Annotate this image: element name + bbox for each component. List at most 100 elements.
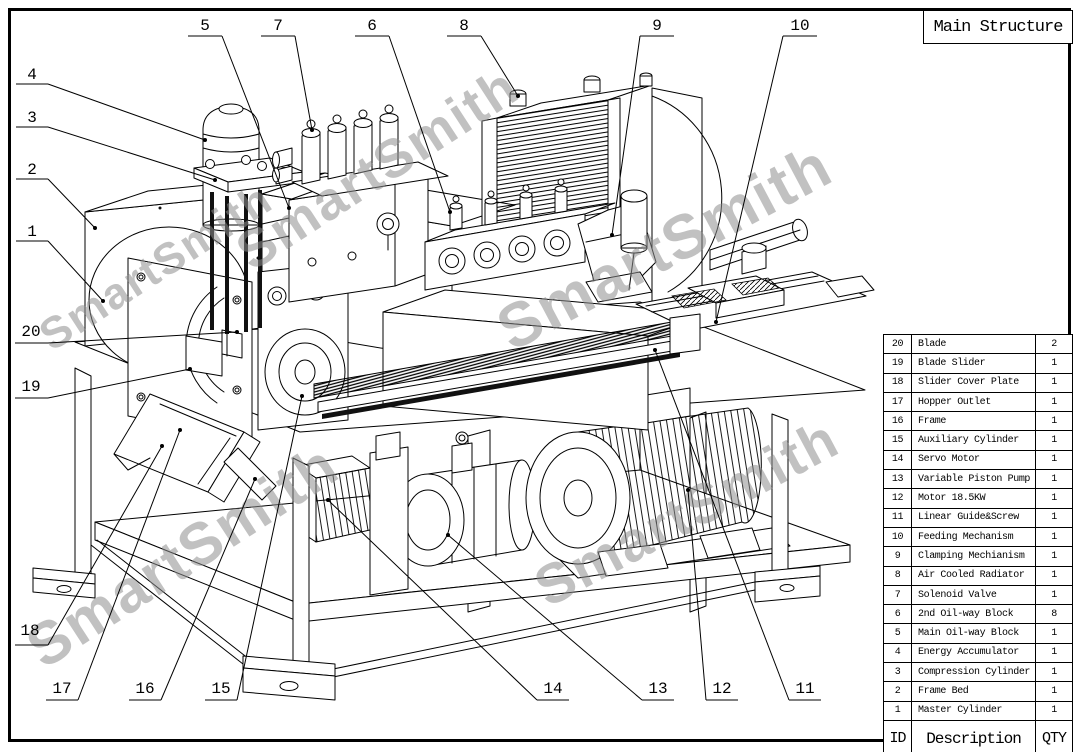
header-id: ID (883, 719, 912, 752)
callout-label-11: 11 (795, 680, 815, 698)
part-qty: 1 (1035, 546, 1073, 567)
part-qty: 1 (1035, 565, 1073, 586)
callout-label-3: 3 (27, 109, 37, 127)
callout-label-13: 13 (648, 680, 668, 698)
solenoid-valves (272, 104, 449, 197)
part-description: Clamping Mechianism (911, 546, 1036, 567)
part-description: Main Oil-way Block (911, 623, 1036, 644)
callout-label-20: 20 (21, 323, 41, 341)
callout-label-6: 6 (367, 17, 377, 35)
part-description: Blade Slider (911, 353, 1036, 374)
part-id: 6 (883, 604, 912, 625)
clamping-mechanism (577, 189, 657, 303)
callout-label-8: 8 (459, 17, 469, 35)
part-id: 12 (883, 488, 912, 509)
part-description: Air Cooled Radiator (911, 565, 1036, 586)
callout-label-4: 4 (27, 66, 37, 84)
callout-label-7: 7 (273, 17, 283, 35)
part-description: 2nd Oil-way Block (911, 604, 1036, 625)
part-description: Compression Cylinder (911, 662, 1036, 683)
auxiliary-column (369, 431, 409, 596)
callout-label-5: 5 (200, 17, 210, 35)
part-id: 7 (883, 584, 912, 606)
callout-label-19: 19 (21, 378, 41, 396)
part-id: 17 (883, 391, 912, 413)
part-id: 9 (883, 546, 912, 567)
part-id: 16 (883, 411, 912, 432)
part-qty: 1 (1035, 449, 1073, 471)
part-id: 18 (883, 372, 912, 393)
callout-label-15: 15 (211, 680, 231, 698)
part-id: 14 (883, 449, 912, 471)
callout-label-10: 10 (790, 17, 810, 35)
part-qty: 1 (1035, 623, 1073, 644)
part-description: Motor 18.5KW (911, 488, 1036, 509)
part-qty: 1 (1035, 681, 1073, 702)
part-qty: 1 (1035, 372, 1073, 393)
callout-label-16: 16 (135, 680, 155, 698)
part-qty: 8 (1035, 604, 1073, 625)
callout-leader-lines (15, 35, 821, 701)
part-qty: 1 (1035, 469, 1073, 490)
part-description: Hopper Outlet (911, 391, 1036, 413)
part-id: 13 (883, 469, 912, 490)
callout-label-1: 1 (27, 223, 37, 241)
part-description: Blade (911, 333, 1036, 355)
part-qty: 1 (1035, 411, 1073, 432)
part-id: 3 (883, 662, 912, 683)
hopper-outlet (113, 393, 277, 503)
part-id: 19 (883, 353, 912, 374)
part-qty: 1 (1035, 662, 1073, 683)
callout-label-12: 12 (712, 680, 732, 698)
part-id: 2 (883, 681, 912, 702)
part-qty: 1 (1035, 700, 1073, 721)
part-description: Linear Guide&Screw (911, 507, 1036, 528)
callout-label-17: 17 (52, 680, 72, 698)
part-id: 11 (883, 507, 912, 528)
table-header-row: ID Description QTY (883, 719, 1073, 752)
part-id: 15 (883, 430, 912, 451)
page-title: Main Structure (933, 17, 1064, 37)
part-description: Frame Bed (911, 681, 1036, 702)
part-id: 8 (883, 565, 912, 586)
part-description: Servo Motor (911, 449, 1036, 471)
part-qty: 2 (1035, 333, 1073, 355)
part-id: 5 (883, 623, 912, 644)
motor-18-5kw (525, 387, 762, 577)
part-qty: 1 (1035, 507, 1073, 528)
title-box: Main Structure (923, 10, 1073, 44)
part-qty: 1 (1035, 353, 1073, 374)
part-qty: 1 (1035, 488, 1073, 509)
part-id: 20 (883, 333, 912, 355)
part-description: Frame (911, 411, 1036, 432)
part-qty: 1 (1035, 430, 1073, 451)
part-id: 4 (883, 642, 912, 664)
frame-legs (32, 367, 821, 701)
part-qty: 1 (1035, 584, 1073, 606)
part-description: Slider Cover Plate (911, 372, 1036, 393)
header-description: Description (911, 719, 1036, 752)
part-description: Energy Accumulator (911, 642, 1036, 664)
part-qty: 1 (1035, 526, 1073, 548)
second-oil-way-block (424, 178, 616, 291)
